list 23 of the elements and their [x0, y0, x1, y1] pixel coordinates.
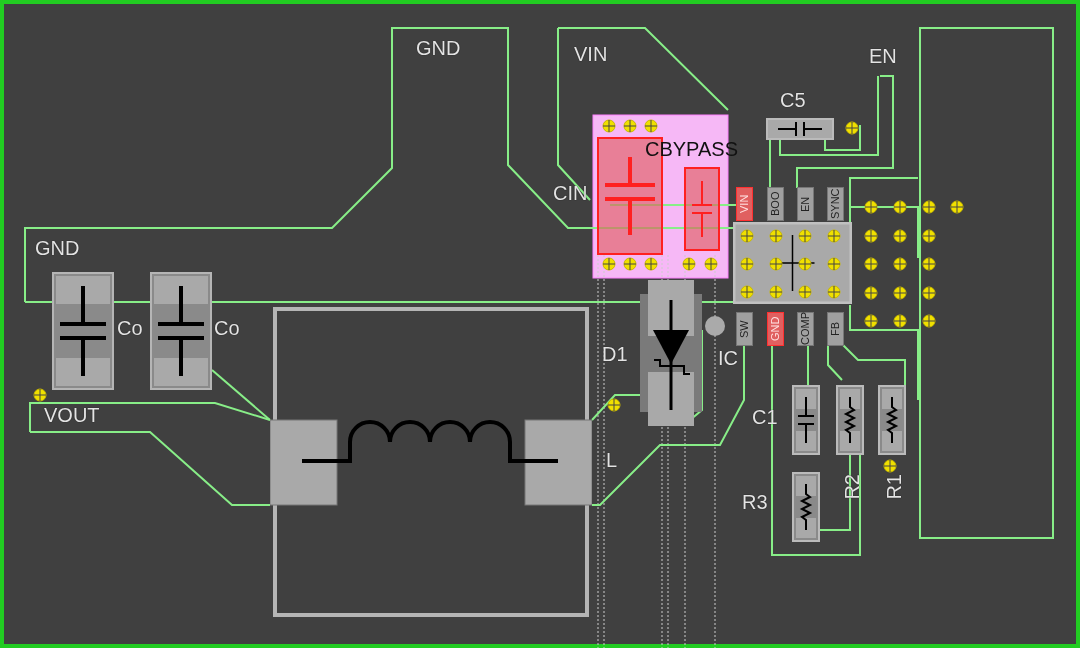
component-designator: CIN	[553, 181, 588, 205]
component-designator: L	[606, 448, 618, 472]
component-designator: D1	[602, 342, 628, 366]
pin-pad: SYNC	[827, 187, 844, 221]
component-designator: R2	[840, 474, 864, 500]
pin-pad: VIN	[736, 187, 753, 221]
component-designator: Co	[214, 316, 240, 340]
component-designator: C5	[780, 88, 806, 112]
component-designator: Co	[117, 316, 143, 340]
component-designator: R3	[742, 490, 768, 514]
pin-pad: FB	[827, 312, 844, 346]
net-label: EN	[869, 44, 897, 68]
component-designator: R1	[882, 474, 906, 500]
pin-pad: GND	[767, 312, 784, 346]
component-designator: IC	[718, 346, 738, 370]
net-label: VIN	[574, 42, 608, 66]
net-label: VOUT	[44, 403, 100, 427]
pin-pad: BOO	[767, 187, 784, 221]
pin-pad: EN	[797, 187, 814, 221]
pin-pad: COMP	[797, 312, 814, 346]
net-label: GND	[35, 236, 80, 260]
pin-pad: SW	[736, 312, 753, 346]
net-label: GND	[416, 36, 461, 60]
